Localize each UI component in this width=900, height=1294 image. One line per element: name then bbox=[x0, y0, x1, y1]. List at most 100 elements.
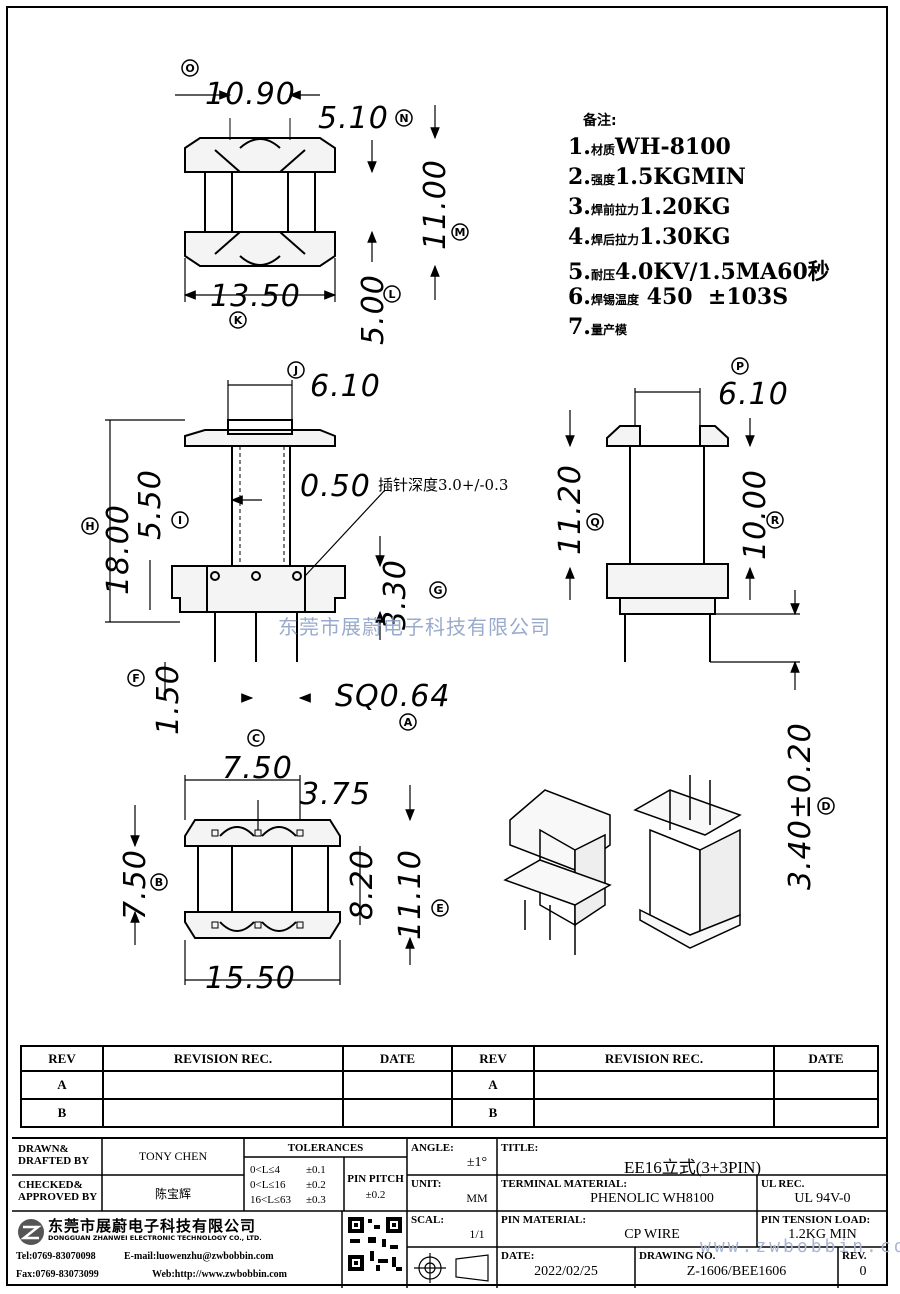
note-item: 1.材质WH-8100 bbox=[568, 134, 731, 160]
notes-title: 备注: bbox=[583, 113, 617, 129]
note-item: 6.焊锡温度 450 ±103S bbox=[568, 284, 788, 310]
marker-letter: H bbox=[85, 520, 94, 533]
marker-circle bbox=[171, 511, 189, 529]
pin-pitch-value: ±0.2 bbox=[365, 1189, 386, 1201]
note-label: 焊前拉力 bbox=[590, 203, 639, 217]
tol-value-2: ±0.2 bbox=[306, 1179, 326, 1191]
rev-cell: A bbox=[451, 1070, 535, 1100]
date-header-2: DATE bbox=[773, 1045, 879, 1072]
drawing-no-label: DRAWING NO. bbox=[639, 1250, 716, 1262]
marker-circle bbox=[451, 223, 469, 241]
checked-label: CHECKED& APPROVED BY bbox=[18, 1179, 98, 1203]
marker-circle bbox=[766, 511, 784, 529]
marker-letter: N bbox=[399, 112, 408, 125]
marker-circle bbox=[181, 59, 199, 77]
marker-circle bbox=[127, 669, 145, 687]
marker-letter: F bbox=[132, 672, 140, 685]
marker-letter: I bbox=[178, 514, 182, 527]
marker-letter: A bbox=[404, 716, 413, 729]
tol-range-1: 0<L≤4 bbox=[250, 1164, 280, 1176]
marker-circle bbox=[431, 899, 449, 917]
tol-range-2: 0<L≤16 bbox=[250, 1179, 286, 1191]
drawing-no-value: Z-1606/BEE1606 bbox=[686, 1264, 787, 1279]
dim-bottom-outer: 11.10 bbox=[393, 849, 428, 940]
rev-cell: B bbox=[451, 1098, 535, 1128]
dim-front-base: 3.30 bbox=[378, 559, 413, 630]
date-value: 2022/02/25 bbox=[534, 1264, 598, 1279]
watermark: 东莞市展蔚电子科技有限公司 bbox=[278, 615, 551, 639]
dim-bottom-left-height: 7.50 bbox=[118, 849, 153, 920]
angle-label: ANGLE: bbox=[411, 1142, 454, 1154]
marker-letter: C bbox=[252, 732, 260, 745]
dim-bottom-width: 15.50 bbox=[205, 961, 296, 996]
note-number: 4. bbox=[568, 224, 591, 250]
dim-side-height: 11.20 bbox=[553, 464, 588, 555]
marker-circle bbox=[383, 285, 401, 303]
dim-front-upper-height: 5.50 bbox=[133, 469, 168, 540]
date-label: DATE: bbox=[501, 1250, 535, 1262]
scale-label: SCAL: bbox=[411, 1214, 445, 1226]
email: E-mail:luowenzhu@zwbobbin.com bbox=[124, 1251, 274, 1262]
top-view bbox=[184, 118, 336, 267]
note-value: 4.0KV/1.5MA60秒 bbox=[614, 259, 830, 285]
note-number: 6. bbox=[568, 284, 591, 310]
angle-value: ±1° bbox=[466, 1155, 488, 1170]
company-logo-icon bbox=[18, 1219, 44, 1245]
marker-circle bbox=[81, 517, 99, 535]
note-value: WH-8100 bbox=[614, 134, 731, 160]
rev-cell: B bbox=[20, 1098, 104, 1128]
terminal-material-label: TERMINAL MATERIAL: bbox=[501, 1178, 628, 1190]
tol-range-3: 16<L≤63 bbox=[250, 1194, 291, 1206]
revision-cell bbox=[102, 1070, 344, 1100]
isometric-view bbox=[503, 775, 742, 955]
dim-side-inner-height: 10.00 bbox=[738, 469, 773, 560]
marker-letter: E bbox=[436, 902, 444, 915]
note-number: 7. bbox=[568, 314, 591, 340]
marker-letter: L bbox=[388, 288, 395, 301]
terminal-material-value: PHENOLIC WH8100 bbox=[590, 1191, 714, 1206]
rev-label: REV. bbox=[842, 1250, 867, 1262]
note-number: 1. bbox=[568, 134, 591, 160]
note-label: 耐压 bbox=[590, 268, 615, 282]
note-label: 强度 bbox=[590, 173, 615, 187]
pin-material-value: CP WIRE bbox=[624, 1227, 680, 1242]
date-cell bbox=[342, 1070, 453, 1100]
dim-top-slot: 5.10 bbox=[318, 101, 389, 136]
revision-header-2: REVISION REC. bbox=[533, 1045, 775, 1072]
marker-circle bbox=[395, 109, 413, 127]
marker-circle bbox=[247, 729, 265, 747]
front-view bbox=[171, 419, 346, 662]
rev-header: REV bbox=[20, 1045, 104, 1072]
watermark-url: www.zwbobbin.com bbox=[700, 1236, 900, 1257]
note-number: 2. bbox=[568, 164, 591, 190]
marker-letter: M bbox=[455, 226, 466, 239]
dim-bottom-inner: 8.20 bbox=[345, 849, 380, 920]
revision-table: REV REVISION REC. DATE REV REVISION REC.… bbox=[20, 1045, 879, 1128]
title-value: EE16立式(3+3PIN) bbox=[623, 1158, 762, 1177]
note-item: 3.焊前拉力1.20KG bbox=[568, 194, 730, 220]
unit-label: UNIT: bbox=[411, 1178, 442, 1190]
unit-value: MM bbox=[466, 1191, 488, 1205]
dim-top-gap: 5.00 bbox=[356, 274, 391, 345]
qr-code-icon bbox=[346, 1215, 404, 1273]
projection-symbol-icon bbox=[414, 1253, 489, 1283]
side-view bbox=[606, 425, 729, 662]
dim-front-pin-size: SQ0.64 bbox=[335, 679, 450, 714]
note-value: 1.30KG bbox=[638, 224, 731, 250]
fax: Fax:0769-83073099 bbox=[16, 1269, 99, 1280]
note-item: 2.强度1.5KGMIN bbox=[568, 164, 746, 190]
technical-drawing: 10.90 5.10 13.50 11.00 5.00 6.10 18.00 5… bbox=[81, 59, 835, 996]
tension-label: PIN TENSION LOAD: bbox=[761, 1214, 871, 1226]
marker-circle bbox=[229, 311, 247, 329]
dim-front-total-height: 18.00 bbox=[101, 504, 136, 595]
marker-letter: P bbox=[736, 360, 744, 373]
note-label: 焊锡温度 bbox=[590, 293, 639, 307]
marker-letter: K bbox=[234, 314, 243, 327]
marker-circle bbox=[586, 513, 604, 531]
note-value: 450 ±103S bbox=[638, 284, 789, 310]
tol-value-3: ±0.3 bbox=[306, 1194, 326, 1206]
tolerances-label: TOLERANCES bbox=[287, 1142, 364, 1154]
ul-label: UL REC. bbox=[761, 1178, 805, 1190]
dim-front-wall: 0.50 bbox=[300, 469, 371, 504]
note-label: 焊后拉力 bbox=[590, 233, 639, 247]
